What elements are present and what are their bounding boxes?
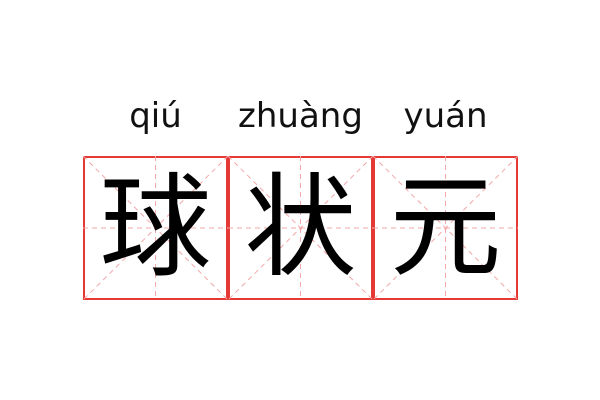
- character-cell-3: 元: [373, 156, 518, 300]
- grid-guides: [83, 156, 228, 300]
- character-3: 元: [389, 163, 502, 293]
- pinyin-2: zhuàng: [238, 96, 363, 136]
- pinyin-3: yuán: [403, 96, 488, 136]
- character-1: 球: [99, 163, 212, 293]
- character-grid: 球 状 元: [83, 156, 518, 300]
- grid-guides: [373, 156, 518, 300]
- pinyin-1: qiú: [129, 96, 182, 136]
- character-2: 状: [244, 163, 357, 293]
- character-cell-1: 球: [83, 156, 228, 300]
- grid-guides: [228, 156, 373, 300]
- pinyin-row: qiú zhuàng yuán: [83, 92, 518, 140]
- character-cell-2: 状: [228, 156, 373, 300]
